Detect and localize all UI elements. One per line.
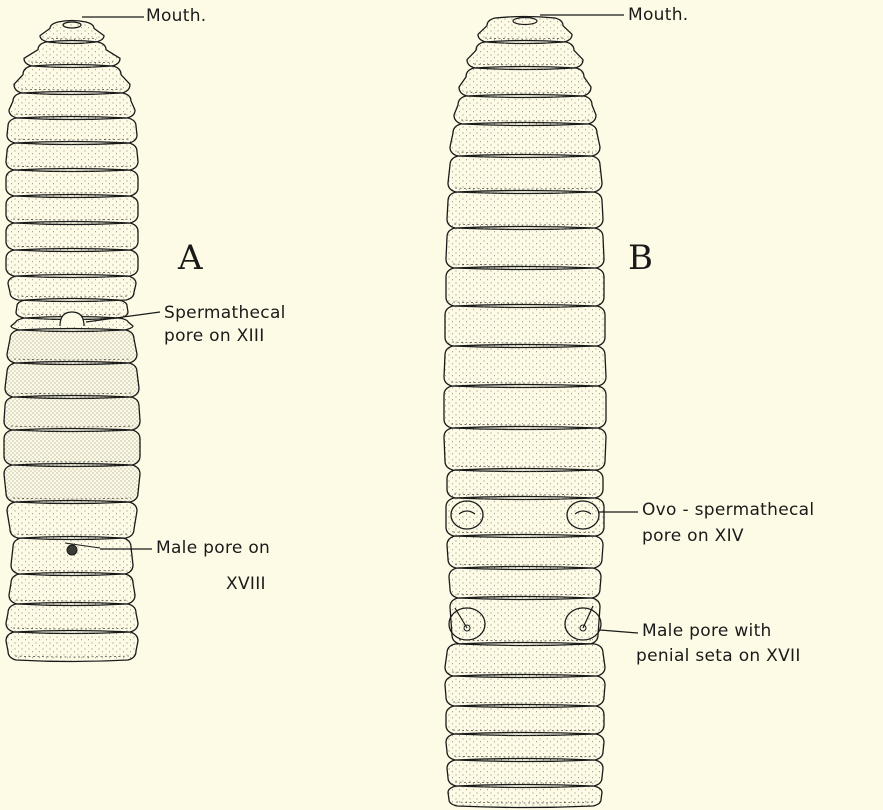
worm-a-segment-19: [7, 501, 137, 540]
worm-a-segment-11: [8, 275, 136, 302]
worm-a-segment-15: [5, 362, 139, 399]
panel-b-mouth-label: Mouth.: [628, 5, 689, 25]
panel-a-male-pore-label-line2: XVIII: [226, 574, 266, 594]
worm-a-segment-4: [9, 92, 135, 120]
worm-a-segment-18: [4, 464, 140, 504]
worm-b-ovo-spermathecal-pore-right: [567, 501, 599, 529]
panel-a-spermathecal-label-line1: Spermathecal: [164, 303, 286, 323]
panel-b-male-pore-label-line2: penial seta on XVII: [636, 646, 801, 666]
worm-b-segment-14: [447, 469, 603, 500]
worm-a-segment-2: [24, 41, 120, 68]
worm-b-segment-6: [448, 155, 602, 194]
worm-a-spermathecal-pore: [60, 312, 84, 326]
worm-b-segment-11: [444, 345, 606, 388]
worm-b-male-pore-right: [565, 608, 601, 640]
panel-a-male-pore-label-line1: Male pore on: [156, 538, 270, 558]
panel-b-ovo-spermathecal-label-line1: Ovo - spermathecal: [642, 500, 814, 520]
panel-a-mouth-label: Mouth.: [146, 6, 207, 26]
worm-b-segment-19: [445, 643, 605, 678]
worm-b-body: [444, 17, 606, 808]
worm-a-segment-20: [11, 537, 133, 576]
worm-a-segment-5: [7, 117, 137, 145]
worm-b-segment-13: [444, 427, 606, 472]
worm-b-segment-7: [447, 191, 603, 230]
worm-b-segment-12: [444, 385, 606, 430]
panel-b-male-pore-label-line1: Male pore with: [642, 621, 772, 641]
worm-a-segment-23: [6, 631, 138, 662]
worm-b-male-pore-left: [449, 608, 485, 640]
worm-b-segment-8: [446, 227, 604, 270]
panel-a-letter: A: [178, 240, 203, 276]
worm-b-segment-1: [478, 17, 572, 44]
worm-a-segment-17: [4, 429, 140, 467]
panel-b-letter: B: [628, 240, 653, 276]
worm-b-segment-24: [448, 785, 602, 808]
worm-b-segment-20: [445, 675, 605, 708]
worm-b-segment-10: [445, 305, 605, 348]
worm-b-segment-9: [446, 267, 604, 308]
worm-a-body: [4, 21, 140, 662]
panel-a-spermathecal-label-line2: pore on XIII: [164, 326, 265, 346]
leader-b-male-pore: [600, 630, 638, 633]
panel-b-ovo-spermathecal-label-line2: pore on XIV: [642, 526, 744, 546]
worm-b-segment-23: [447, 759, 603, 788]
worm-a-male-pore: [67, 545, 77, 555]
worm-b-segment-22: [446, 733, 604, 762]
worm-b-ovo-spermathecal-pore-left: [451, 501, 483, 529]
